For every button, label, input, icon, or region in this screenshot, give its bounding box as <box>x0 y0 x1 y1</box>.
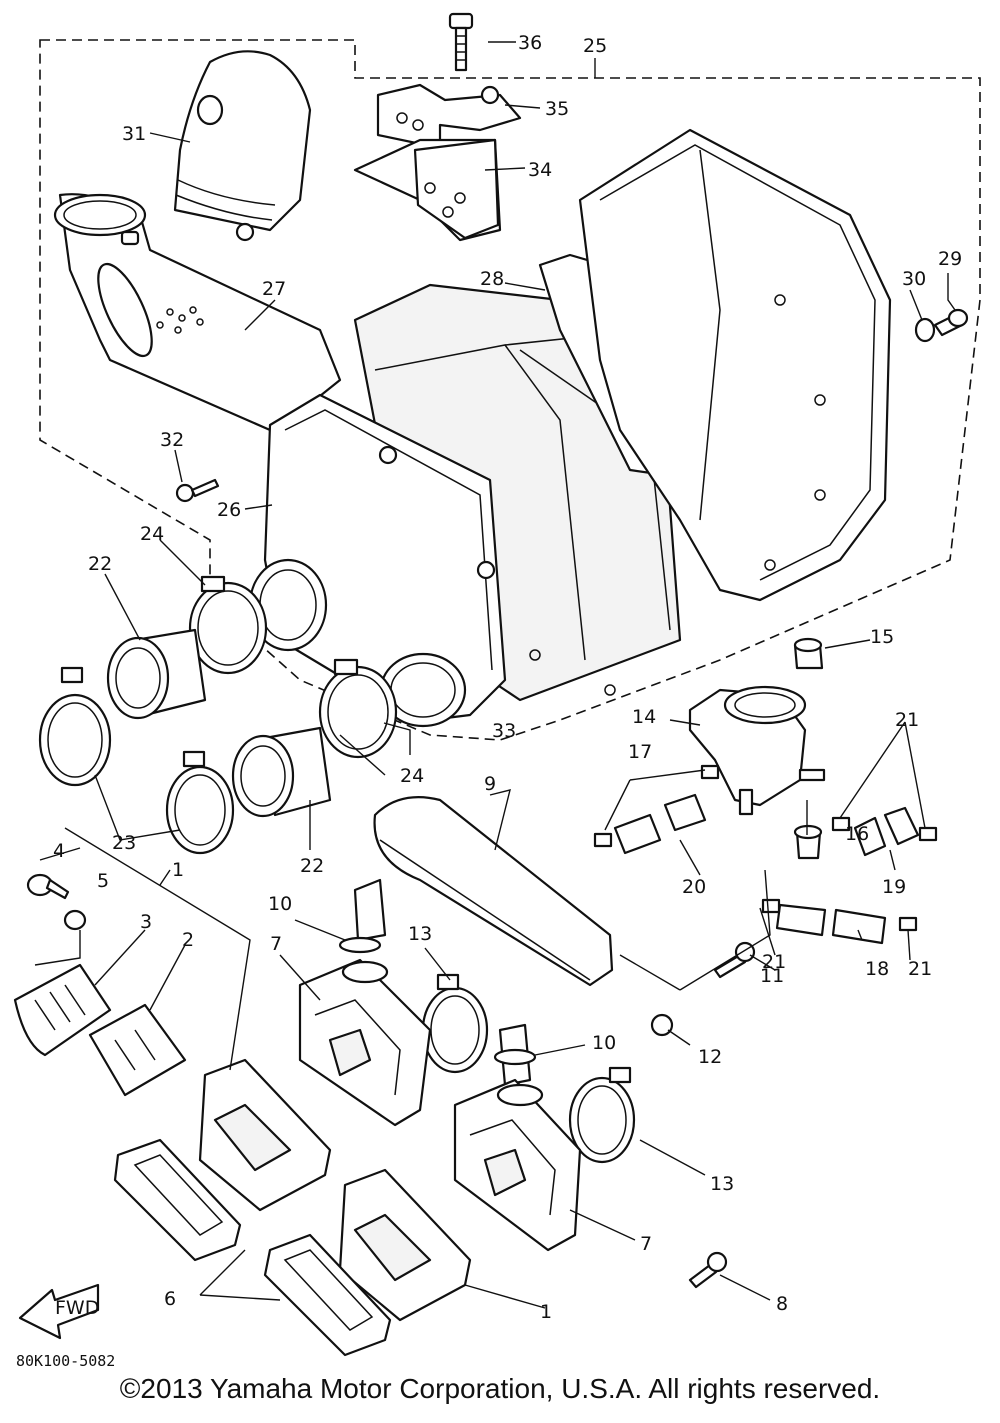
intake-tube-27 <box>53 193 342 432</box>
callout-28: 28 <box>480 268 504 290</box>
clamp-24-lower <box>318 658 398 759</box>
air-box-cover-26 <box>248 393 507 728</box>
callout-21-lower-left: 21 <box>762 951 786 973</box>
drawing-code: 80K100-5082 <box>16 1352 115 1370</box>
callout-24-upper: 24 <box>140 523 164 545</box>
intake-silencer-9 <box>353 796 614 1087</box>
copyright-notice: ©2013 Yamaha Motor Corporation, U.S.A. A… <box>119 1373 881 1404</box>
joint-22-lower <box>231 726 332 818</box>
callout-13-lower: 13 <box>710 1173 734 1195</box>
clips-21-right <box>831 816 938 842</box>
clamp-23-lower <box>165 750 235 855</box>
air-box-case <box>578 128 892 602</box>
cap-15 <box>793 637 824 670</box>
callout-33: 33 <box>492 720 516 742</box>
callout-1-lower: 1 <box>540 1301 552 1323</box>
assembly-25-boundary <box>39 39 981 741</box>
o-ring-10-upper <box>338 936 382 954</box>
callout-12: 12 <box>698 1046 722 1068</box>
bolt-8 <box>688 1251 728 1289</box>
callout-labels: 36 25 35 34 31 27 28 29 30 32 26 24 22 3… <box>16 32 962 1370</box>
screw-4 <box>26 873 70 900</box>
clamp-13-upper <box>421 973 489 1074</box>
bracket-35 <box>376 83 522 150</box>
callout-36: 36 <box>518 32 542 54</box>
callout-24-lower: 24 <box>400 765 424 787</box>
leader-lines <box>34 41 956 1309</box>
callout-18: 18 <box>865 958 889 980</box>
reed-valve-2 <box>88 1003 187 1097</box>
callout-9: 9 <box>484 773 496 795</box>
callout-30: 30 <box>902 268 926 290</box>
callout-4: 4 <box>53 840 65 862</box>
callout-13-upper: 13 <box>408 923 432 945</box>
fuel-pump-14 <box>688 685 826 816</box>
callout-31: 31 <box>122 123 146 145</box>
callout-16: 16 <box>845 823 869 845</box>
callout-22-lower: 22 <box>300 855 324 877</box>
callout-14: 14 <box>632 706 656 728</box>
callout-20: 20 <box>682 876 706 898</box>
callout-32: 32 <box>160 429 184 451</box>
clamp-23-upper <box>38 666 112 787</box>
bolt-32 <box>175 478 220 503</box>
callout-10-upper: 10 <box>268 893 292 915</box>
o-ring-10-lower <box>493 1048 537 1066</box>
callout-11: 11 <box>760 965 784 987</box>
clip-17 <box>593 764 720 848</box>
joint-22-upper <box>106 628 207 720</box>
forward-arrow-text: FWD <box>55 1297 99 1319</box>
manifold-7-upper <box>298 958 432 1127</box>
washer-30 <box>914 317 936 343</box>
clamp-13-lower <box>568 1066 636 1164</box>
callout-22-upper: 22 <box>88 553 112 575</box>
reed-stopper-3 <box>13 963 112 1057</box>
bolt-36 <box>448 12 474 72</box>
clips-21-lower <box>761 898 918 932</box>
callout-10-lower: 10 <box>592 1032 616 1054</box>
gasket-6-lower <box>263 1233 392 1357</box>
collar-12 <box>650 1013 674 1037</box>
hose-19 <box>853 806 920 857</box>
clamp-24-upper <box>188 575 268 675</box>
washer-5 <box>63 909 87 931</box>
reed-block-1-upper <box>198 1058 332 1212</box>
callout-8: 8 <box>776 1293 788 1315</box>
callout-21-upper: 21 <box>895 709 919 731</box>
callout-3: 3 <box>140 911 152 933</box>
callout-17: 17 <box>628 741 652 763</box>
callout-21-lower-right: 21 <box>908 958 932 980</box>
bolt-29 <box>933 308 969 337</box>
hose-18 <box>775 903 887 945</box>
callout-25: 25 <box>583 35 607 57</box>
callout-5: 5 <box>97 870 109 892</box>
gasket-6-upper <box>113 1138 242 1262</box>
callout-26: 26 <box>217 499 241 521</box>
manifold-7-lower <box>453 1078 582 1252</box>
cap-16 <box>793 824 823 860</box>
hose-20 <box>613 793 707 855</box>
callout-2: 2 <box>182 929 194 951</box>
callout-23: 23 <box>112 832 136 854</box>
intake-duct-31 <box>173 50 312 242</box>
callout-27: 27 <box>262 278 286 300</box>
callout-34: 34 <box>528 159 552 181</box>
bracket-34 <box>353 138 502 242</box>
callout-6: 6 <box>164 1288 176 1310</box>
callout-1-upper: 1 <box>172 859 184 881</box>
callout-35: 35 <box>545 98 569 120</box>
callout-19: 19 <box>882 876 906 898</box>
callout-15: 15 <box>870 626 894 648</box>
callout-7-upper: 7 <box>270 933 282 955</box>
callout-29: 29 <box>938 248 962 270</box>
callout-7-lower: 7 <box>640 1233 652 1255</box>
forward-arrow-icon: FWD <box>18 1283 99 1340</box>
